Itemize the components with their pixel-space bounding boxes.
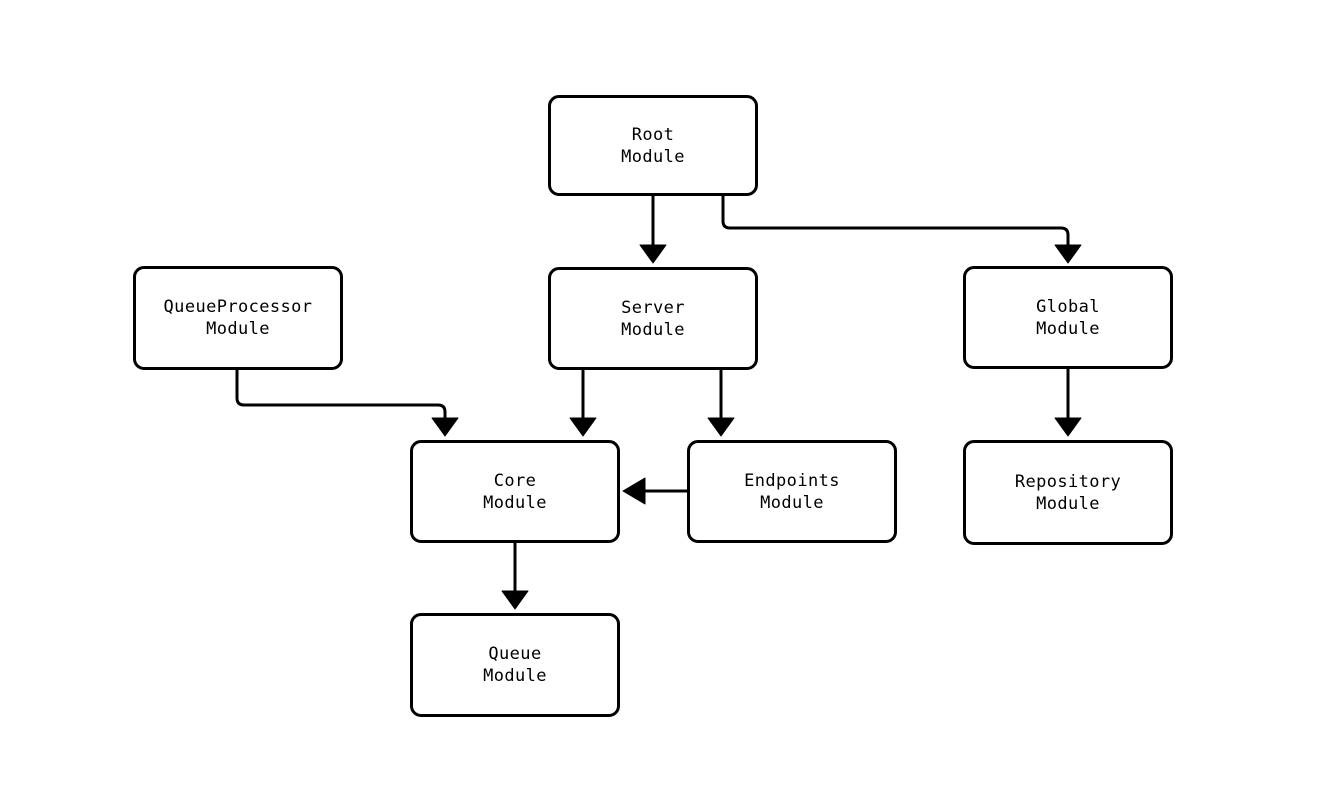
node-endpoints-suffix: Module <box>760 492 824 513</box>
node-core[interactable]: Core Module <box>410 440 620 543</box>
edge-root-global <box>721 196 1082 264</box>
node-server[interactable]: Server Module <box>548 267 758 370</box>
node-repository[interactable]: Repository Module <box>963 440 1173 545</box>
node-global[interactable]: Global Module <box>963 266 1173 369</box>
edge-server-endpoints <box>707 370 735 437</box>
node-queueprocessor-name: QueueProcessor <box>163 297 313 317</box>
node-repository-name: Repository <box>1014 471 1122 492</box>
node-core-name: Core <box>493 470 537 491</box>
edge-global-repository <box>1054 369 1082 437</box>
edge-endpoints-core <box>622 477 687 505</box>
edge-core-queue <box>501 543 529 610</box>
node-global-suffix: Module <box>1036 318 1100 339</box>
node-server-suffix: Module <box>621 319 685 340</box>
node-root-name: Root <box>631 124 675 145</box>
edge-queueprocessor-core <box>235 370 459 437</box>
node-global-name: Global <box>1036 296 1100 317</box>
node-endpoints-name: Endpoints <box>744 470 840 491</box>
edge-root-server <box>639 196 667 264</box>
edge-server-core <box>569 370 597 437</box>
node-core-suffix: Module <box>483 492 547 513</box>
node-repository-suffix: Module <box>1036 493 1100 514</box>
node-queue-suffix: Module <box>483 666 547 686</box>
node-endpoints[interactable]: Endpoints Module <box>687 440 897 543</box>
node-queueprocessor-suffix: Module <box>206 319 270 339</box>
node-server-name: Server <box>621 297 685 318</box>
node-queue[interactable]: Queue Module <box>410 613 620 717</box>
node-queue-name: Queue <box>488 644 542 664</box>
node-root[interactable]: Root Module <box>548 95 758 196</box>
node-queueprocessor[interactable]: QueueProcessor Module <box>133 266 343 370</box>
node-root-suffix: Module <box>621 146 685 167</box>
